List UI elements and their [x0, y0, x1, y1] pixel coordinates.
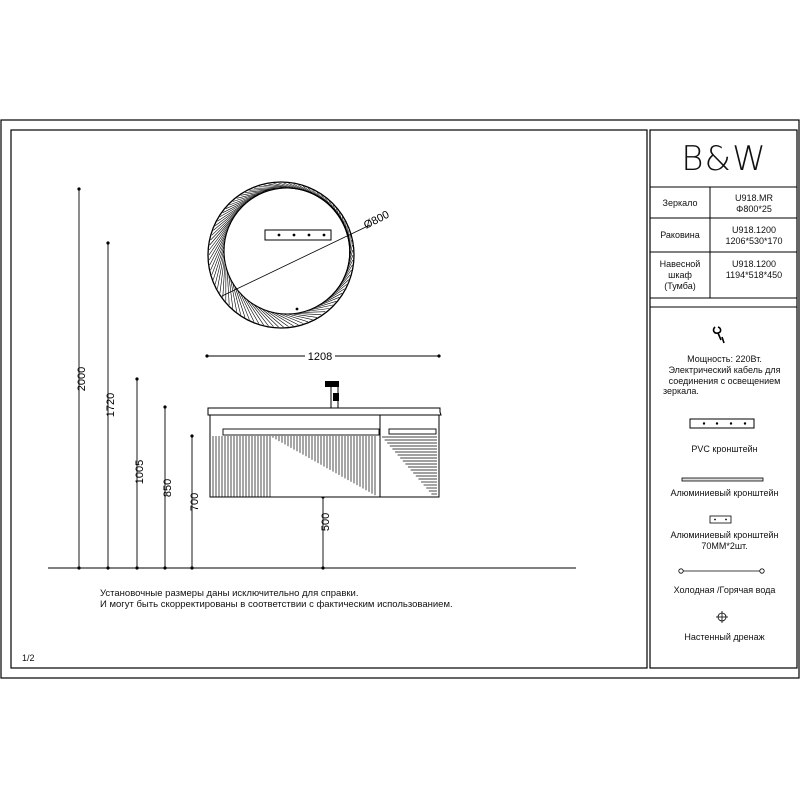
brand-logo: B&W	[681, 139, 767, 179]
width-label: 1208	[308, 351, 332, 363]
outer-frame	[0, 119, 800, 679]
height-label-850: 850	[162, 479, 174, 497]
inner-frame	[10, 129, 648, 669]
installation-note-line1: Установочные размеры даны исключительно …	[100, 588, 359, 599]
spec-name-basin: Раковина	[660, 230, 700, 240]
pvc-bracket-icon	[689, 418, 755, 429]
spec-code-basin: U918.1200	[731, 225, 777, 235]
cable-icon	[712, 326, 725, 344]
spec-name-cabinet-line3: (Тумба)	[664, 281, 696, 291]
vanity-cabinet	[207, 381, 442, 498]
mirror-bracket	[264, 229, 332, 241]
spec-size-basin: 1206*530*170	[725, 236, 783, 246]
spec-name-mirror: Зеркало	[662, 198, 698, 208]
wall-drain-icon	[716, 611, 728, 623]
aluminium-bracket-70mm-label-2: 70ММ*2шт.	[701, 541, 748, 551]
spec-code-cabinet: U918.1200	[731, 259, 777, 269]
water-label: Холодная /Горячая вода	[673, 585, 776, 595]
height-label-500: 500	[320, 513, 332, 531]
height-dimensions	[78, 189, 324, 568]
height-label-2000: 2000	[76, 367, 88, 391]
side-panel-frame	[649, 129, 798, 669]
spec-size-mirror: Φ800*25	[736, 204, 772, 214]
power-text-4: зеркала.	[663, 386, 699, 396]
width-dimension: 1208	[205, 351, 441, 363]
installation-note: Установочные размеры даны исключительно …	[100, 588, 453, 610]
mirror-diameter-label: Ø800	[362, 209, 391, 232]
aluminium-bracket-icon	[681, 477, 764, 482]
power-text-3: соединения с освещением	[668, 376, 781, 386]
aluminium-bracket-70mm-label-1: Алюминиевый кронштейн	[670, 530, 779, 540]
water-pipe-icon	[678, 568, 765, 574]
pvc-bracket-label: PVC кронштейн	[691, 444, 758, 454]
spec-name-cabinet-line2: шкаф	[668, 270, 692, 280]
spec-size-cabinet: 1194*518*450	[725, 270, 783, 280]
height-label-1005: 1005	[134, 460, 146, 484]
drain-label: Настенный дренаж	[684, 632, 765, 642]
installation-note-line2: И могут быть скорректированы в соответст…	[100, 599, 453, 610]
page-number: 1/2	[22, 653, 35, 663]
round-mirror: Ø800	[207, 181, 391, 329]
height-label-1720: 1720	[105, 393, 117, 417]
height-label-700: 700	[189, 493, 201, 511]
spec-code-mirror: U918.MR	[734, 193, 773, 203]
aluminium-bracket-70mm-icon	[709, 515, 732, 524]
power-text-2: Электрический кабель для	[668, 365, 781, 375]
aluminium-bracket-label: Алюминиевый кронштейн	[670, 488, 779, 498]
power-text-1: Мощность: 220Вт.	[687, 354, 762, 364]
spec-name-cabinet-line1: Навесной	[659, 259, 701, 269]
dimension-endpoints	[77, 187, 325, 570]
